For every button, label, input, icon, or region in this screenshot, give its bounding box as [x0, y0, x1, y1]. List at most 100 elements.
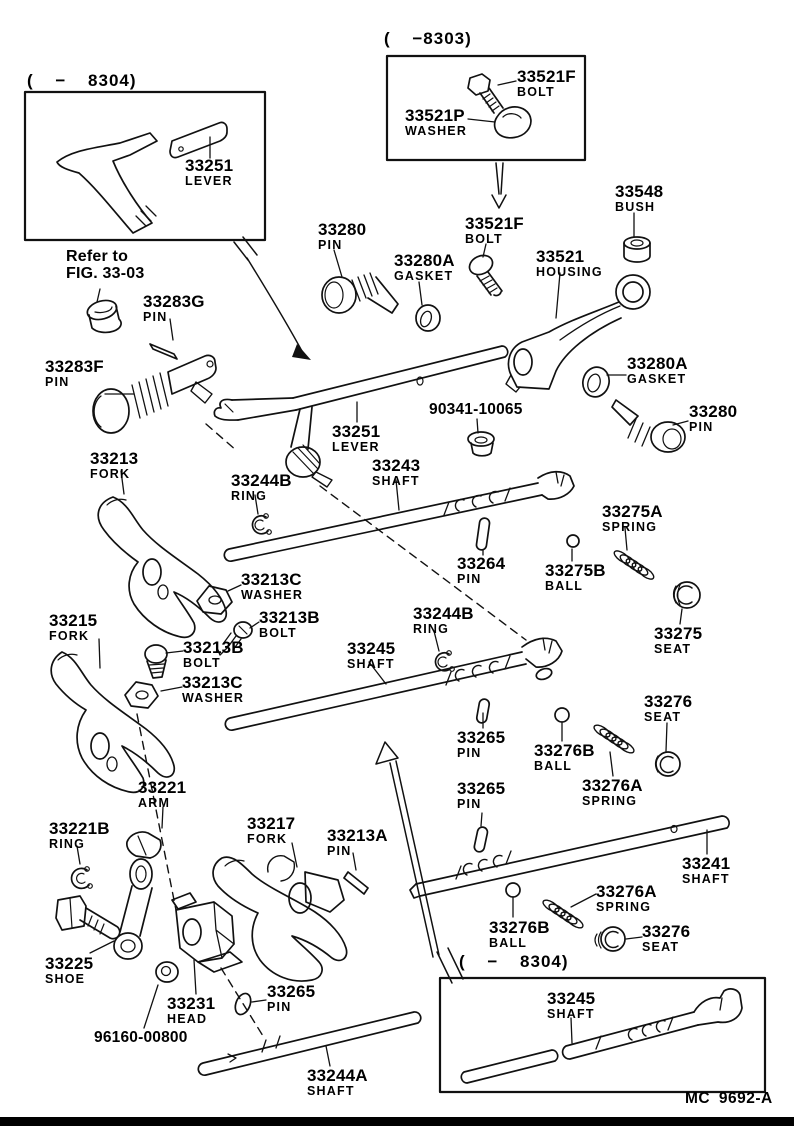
label-33276a-spring-upper-number: 33276A — [582, 776, 643, 795]
long-hollow-arrow — [389, 760, 440, 958]
label-figure-code-number: MC 9692-A — [685, 1090, 773, 1107]
label-33280a-gasket-right-number: 33280A — [627, 354, 688, 373]
label-33245-shaft-main-descriptor: SHAFT — [347, 657, 395, 672]
bolt-33213b-lower-drawing — [144, 644, 168, 679]
washer-33521p-inset-drawing — [493, 106, 532, 139]
label-33213c-washer-lower-number: 33213C — [182, 673, 243, 692]
label-33241-shaft-descriptor: SHAFT — [682, 872, 730, 887]
label-33213b-bolt-lower-number: 33213B — [183, 638, 244, 657]
inset-box-frames — [23, 54, 767, 1094]
label-33521p-washer-inset-number: 33521P — [405, 106, 465, 125]
label-33276-seat-upper-descriptor: SEAT — [644, 710, 682, 725]
caption-8303-top: ( −8303) — [384, 29, 472, 48]
pin-33280-right-drawing — [611, 399, 686, 453]
label-33521f-bolt-inset-descriptor: BOLT — [517, 85, 555, 100]
label-33276a-spring-lower-descriptor: SPRING — [596, 900, 652, 915]
ring-33244b-upper-drawing — [251, 513, 272, 535]
pin-33265-bottom-drawing — [234, 992, 252, 1016]
shaft-33241-drawing — [409, 815, 730, 899]
label-33225-shoe-number: 33225 — [45, 954, 94, 973]
label-33251-lever-inset-descriptor: LEVER — [185, 174, 233, 189]
label-figure-code: MC 9692-A — [685, 1091, 773, 1107]
label-33221-arm-descriptor: ARM — [138, 796, 171, 811]
label-90341-10065-number: 90341-10065 — [429, 401, 523, 418]
label-33521f-bolt-inset-number: 33521F — [517, 67, 576, 86]
bolt-33213b-upper-drawing — [217, 621, 253, 656]
label-33213b-bolt-lower-descriptor: BOLT — [183, 656, 221, 671]
gasket-33280a-right-drawing — [582, 366, 610, 398]
pin-33264-drawing — [475, 517, 491, 551]
label-33283g-pin-number: 33283G — [143, 292, 205, 311]
seat-33275-drawing — [672, 581, 701, 609]
label-33264-pin-number: 33264 — [457, 554, 506, 573]
label-33276b-ball-upper-number: 33276B — [534, 741, 595, 760]
seat-33276-lower-drawing — [594, 926, 626, 952]
label-33276b-ball-lower-descriptor: BALL — [489, 936, 528, 951]
label-33280-pin-right-number: 33280 — [689, 402, 738, 421]
label-96160-00800: 96160-00800 — [94, 1030, 188, 1046]
washer-33213c-upper-drawing — [196, 585, 233, 615]
label-33215-fork-descriptor: FORK — [49, 629, 90, 644]
label-33280-pin-upper-descriptor: PIN — [318, 238, 343, 253]
label-33251-lever-inset-number: 33251 — [185, 156, 234, 175]
bolt-33521f-inset-drawing — [467, 73, 504, 114]
pin-33283f-drawing — [92, 354, 217, 434]
ball-33276b-lower-drawing — [505, 882, 521, 898]
label-33221b-ring-descriptor: RING — [49, 837, 86, 852]
ball-33276b-upper-drawing — [554, 707, 570, 723]
label-33275a-spring-number: 33275A — [602, 502, 663, 521]
label-33280-pin-upper-number: 33280 — [318, 220, 367, 239]
plug-90341-drawing — [467, 431, 495, 457]
label-33521f-bolt-main-descriptor: BOLT — [465, 232, 503, 247]
washer-33213c-lower-drawing — [124, 681, 159, 709]
pin-33213a-drawing — [343, 871, 369, 895]
grommet-96160-drawing — [155, 961, 179, 983]
label-33521-housing-number: 33521 — [536, 247, 585, 266]
label-33213c-washer-lower-descriptor: WASHER — [182, 691, 245, 706]
spring-33276a-lower-drawing — [542, 899, 584, 929]
label-33213a-pin-descriptor: PIN — [327, 844, 352, 859]
label-33280a-gasket-left-number: 33280A — [394, 251, 455, 270]
label-33265-pin-bottom-descriptor: PIN — [267, 1000, 292, 1015]
label-33276-seat-upper-number: 33276 — [644, 692, 693, 711]
label-33244a-shaft-number: 33244A — [307, 1066, 368, 1085]
caption-8304-bottom-right: ( − 8304) — [459, 953, 569, 971]
caption-8304-top-left-number: ( − 8304) — [27, 71, 137, 90]
label-33244b-ring-upper-descriptor: RING — [231, 489, 268, 504]
label-33275a-spring-descriptor: SPRING — [602, 520, 658, 535]
pin-33265-middle-drawing — [473, 826, 489, 853]
caption-8303-top-number: ( −8303) — [384, 29, 472, 48]
gasket-33280a-left-drawing — [415, 304, 441, 332]
note-refer-to-fig-descriptor: FIG. 33-03 — [66, 265, 145, 283]
label-33548-bush-number: 33548 — [615, 182, 664, 201]
label-33241-shaft-number: 33241 — [682, 854, 731, 873]
label-33243-shaft-descriptor: SHAFT — [372, 474, 420, 489]
label-33221-arm-number: 33221 — [138, 778, 187, 797]
lever-33251-main-drawing — [213, 345, 509, 488]
shaft-33244a-drawing — [197, 1011, 422, 1077]
label-33548-bush-descriptor: BUSH — [615, 200, 656, 215]
spring-33276a-upper-drawing — [593, 724, 635, 754]
curved-arrow-from-inset — [246, 257, 304, 354]
